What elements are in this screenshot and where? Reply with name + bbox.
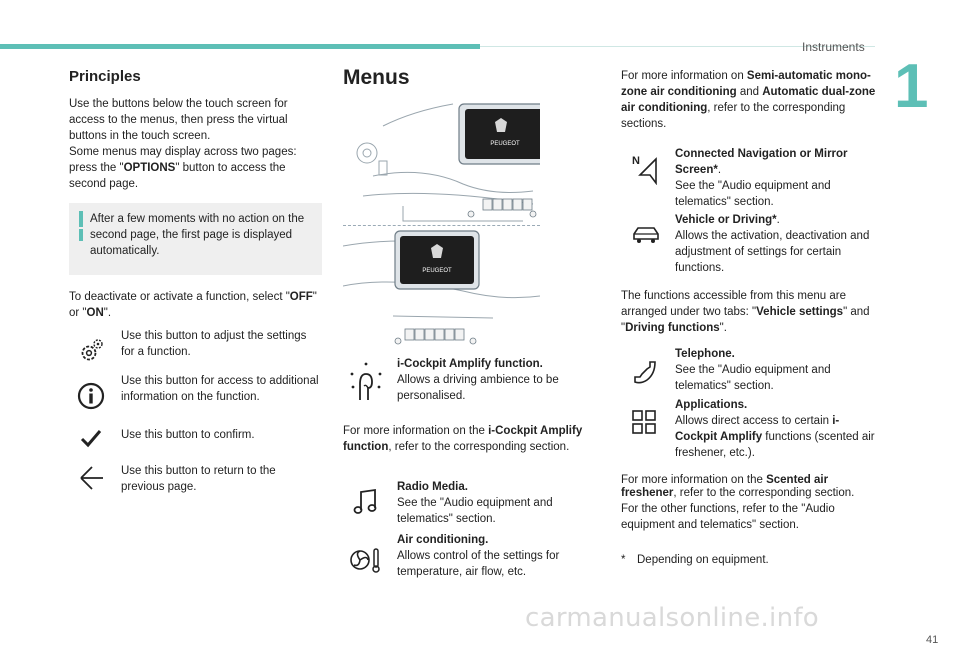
- page-number: 41: [926, 634, 939, 646]
- info-icon: [77, 382, 105, 410]
- air-conditioning-item: Air conditioning. Allows control of the …: [397, 532, 597, 580]
- lower-screen-brand: PEUGEOT: [422, 268, 452, 274]
- menus-heading: Menus: [343, 66, 410, 89]
- scented-freshener-info: For more information on the Scented air …: [621, 474, 855, 499]
- info-note-box: After a few moments with no action on th…: [69, 203, 322, 275]
- info-button-desc: Use this button for access to additional…: [121, 375, 319, 403]
- vehicle-driving-text: Allows the activation, deactivation and …: [675, 230, 870, 274]
- cockpit-more-info: For more information on the i-Cockpit Am…: [343, 425, 583, 453]
- telephone-item: Telephone. See the "Audio equipment and …: [675, 346, 875, 394]
- footnote-text: Depending on equipment.: [637, 554, 769, 566]
- applications-grid-icon: [632, 410, 656, 434]
- navigation-text: See the "Audio equipment and telematics"…: [675, 180, 831, 208]
- running-header: Instruments: [802, 40, 865, 54]
- info-note-text: After a few moments with no action on th…: [90, 213, 305, 257]
- radio-media-title: Radio Media.: [397, 481, 468, 493]
- header-rule: [480, 46, 875, 47]
- tabs-text: The functions accessible from this menu …: [621, 290, 870, 334]
- telephone-text: See the "Audio equipment and telematics"…: [675, 364, 831, 392]
- radio-media-item: Radio Media. See the "Audio equipment an…: [397, 479, 597, 527]
- vehicle-driving-item: Vehicle or Driving*. Allows the activati…: [675, 212, 875, 276]
- back-arrow-icon: [77, 464, 105, 492]
- principles-pages-text: Some menus may display across two pages:…: [69, 146, 297, 190]
- deactivate-text: To deactivate or activate a function, se…: [69, 291, 317, 319]
- air-conditioning-title: Air conditioning.: [397, 534, 489, 546]
- info-i-icon-stem: [79, 229, 83, 241]
- principles-heading: Principles: [69, 68, 141, 85]
- other-functions-text: For the other functions, refer to the "A…: [621, 503, 835, 531]
- cockpit-amplify-item: i-Cockpit Amplify function. Allows a dri…: [397, 356, 597, 404]
- settings-gear-icon: [78, 338, 104, 364]
- footnote-star: *: [621, 554, 626, 566]
- info-i-icon: [79, 211, 83, 227]
- air-conditioning-text: Allows control of the settings for tempe…: [397, 550, 560, 578]
- navigation-icon: N: [632, 153, 662, 185]
- illustration-divider: [343, 225, 540, 227]
- radio-media-text: See the "Audio equipment and telematics"…: [397, 497, 553, 525]
- upper-screen-brand: PEUGEOT: [490, 141, 520, 147]
- settings-button-desc: Use this button to adjust the settings f…: [121, 330, 307, 358]
- telephone-title: Telephone.: [675, 348, 735, 360]
- vehicle-icon: [631, 225, 661, 245]
- cockpit-amplify-title: i-Cockpit Amplify function.: [397, 358, 543, 370]
- vehicle-driving-title: Vehicle or Driving*.: [675, 214, 780, 226]
- confirm-button-desc: Use this button to confirm.: [121, 429, 255, 441]
- applications-item: Applications. Allows direct access to ce…: [675, 397, 875, 461]
- air-conditioning-icon: [349, 545, 383, 575]
- navigation-item: Connected Navigation or Mirror Screen*. …: [675, 146, 875, 210]
- watermark: carmanualsonline.info: [525, 603, 820, 633]
- cockpit-ambience-icon: [348, 360, 384, 402]
- chapter-number: 1: [894, 52, 929, 121]
- applications-title: Applications.: [675, 399, 748, 411]
- principles-intro: Use the buttons below the touch screen f…: [69, 98, 288, 142]
- air-conditioning-more-info: For more information on Semi-automatic m…: [621, 70, 876, 130]
- dashboard-illustration: PEUGEOT PEUGEOT: [342, 96, 579, 348]
- checkmark-icon: [79, 428, 103, 448]
- telephone-icon: [633, 360, 657, 384]
- svg-text:N: N: [632, 155, 640, 167]
- back-button-desc: Use this button to return to the previou…: [121, 465, 276, 493]
- cockpit-amplify-text: Allows a driving ambience to be personal…: [397, 374, 559, 402]
- header-accent-bar: [0, 44, 480, 49]
- applications-text: Allows direct access to certain i-Cockpi…: [675, 415, 875, 459]
- music-note-icon: [353, 488, 379, 516]
- navigation-title: Connected Navigation or Mirror Screen*.: [675, 148, 848, 176]
